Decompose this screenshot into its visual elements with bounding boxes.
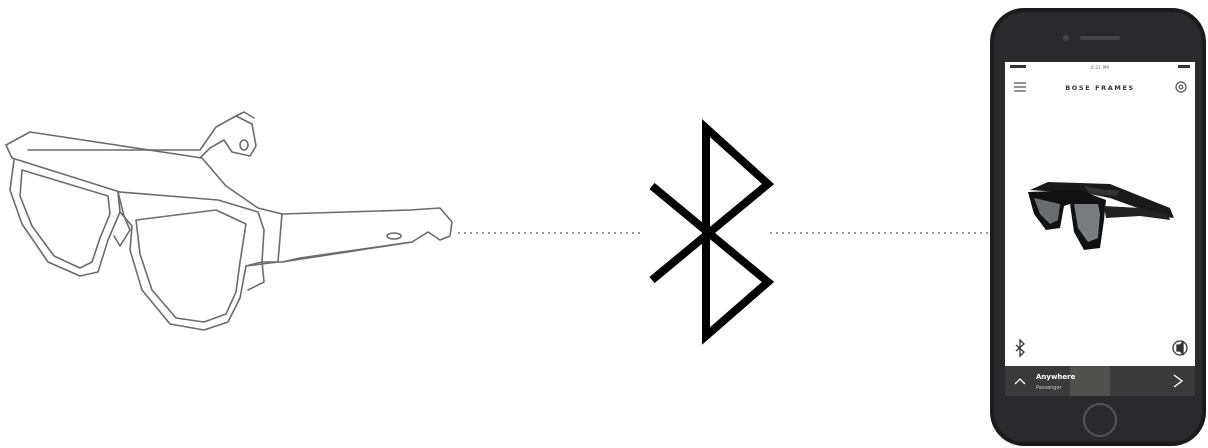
bluetooth-icon: [652, 128, 768, 336]
smartphone: 4:21 PM BOSE FRAMES: [990, 8, 1206, 446]
now-playing-artwork: [1070, 366, 1110, 396]
phone-camera: [1063, 35, 1069, 41]
phone-earpiece: [1080, 36, 1120, 40]
status-time: 4:21 PM: [1091, 65, 1109, 71]
now-playing-artist: Passenger: [1036, 385, 1063, 391]
sunglasses-line-art: [6, 112, 452, 330]
app-title: BOSE FRAMES: [1065, 84, 1135, 92]
now-playing-track: Anywhere: [1036, 373, 1076, 381]
